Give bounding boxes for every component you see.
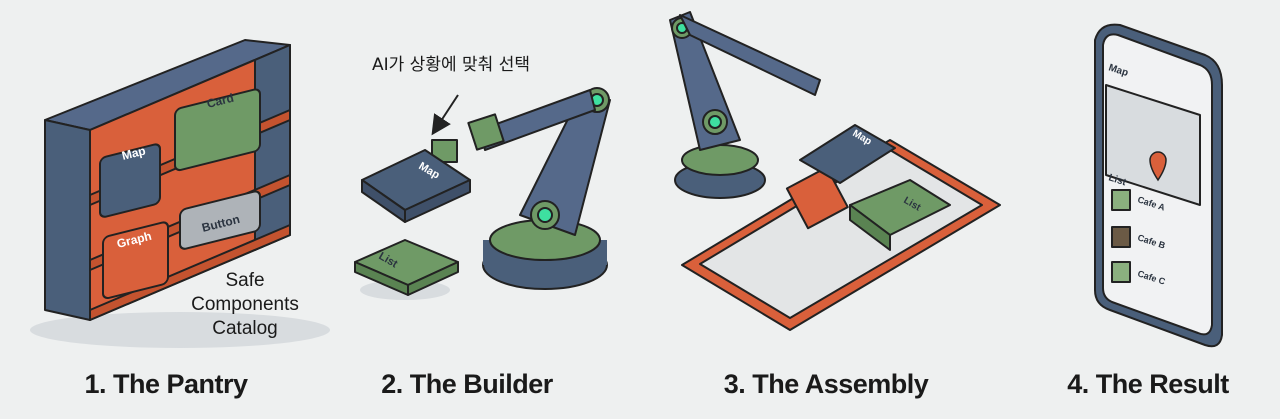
catalog-label-line1: Safe bbox=[225, 270, 264, 291]
robot-arm-assembly bbox=[669, 11, 896, 199]
result-phone bbox=[1094, 23, 1223, 348]
pantry-item-card: Card bbox=[205, 91, 235, 111]
caption-result: 4. The Result bbox=[1067, 369, 1229, 399]
pantry-item-map: Map bbox=[120, 144, 147, 163]
builder-annotation: AI가 상황에 맞춰 선택 bbox=[372, 55, 530, 75]
map-pin-icon bbox=[1149, 151, 1167, 182]
robot-arm-builder bbox=[354, 87, 611, 300]
pantry-bookshelf bbox=[30, 39, 330, 348]
catalog-label-line3: Catalog bbox=[212, 318, 278, 339]
arrow-icon bbox=[431, 94, 459, 136]
caption-builder: 2. The Builder bbox=[381, 369, 554, 399]
assembly-phone bbox=[681, 139, 1001, 331]
result-section-list: List bbox=[1107, 172, 1128, 188]
caption-assembly: 3. The Assembly bbox=[724, 369, 929, 399]
caption-pantry: 1. The Pantry bbox=[84, 369, 248, 399]
catalog-label-line2: Components bbox=[191, 294, 299, 315]
